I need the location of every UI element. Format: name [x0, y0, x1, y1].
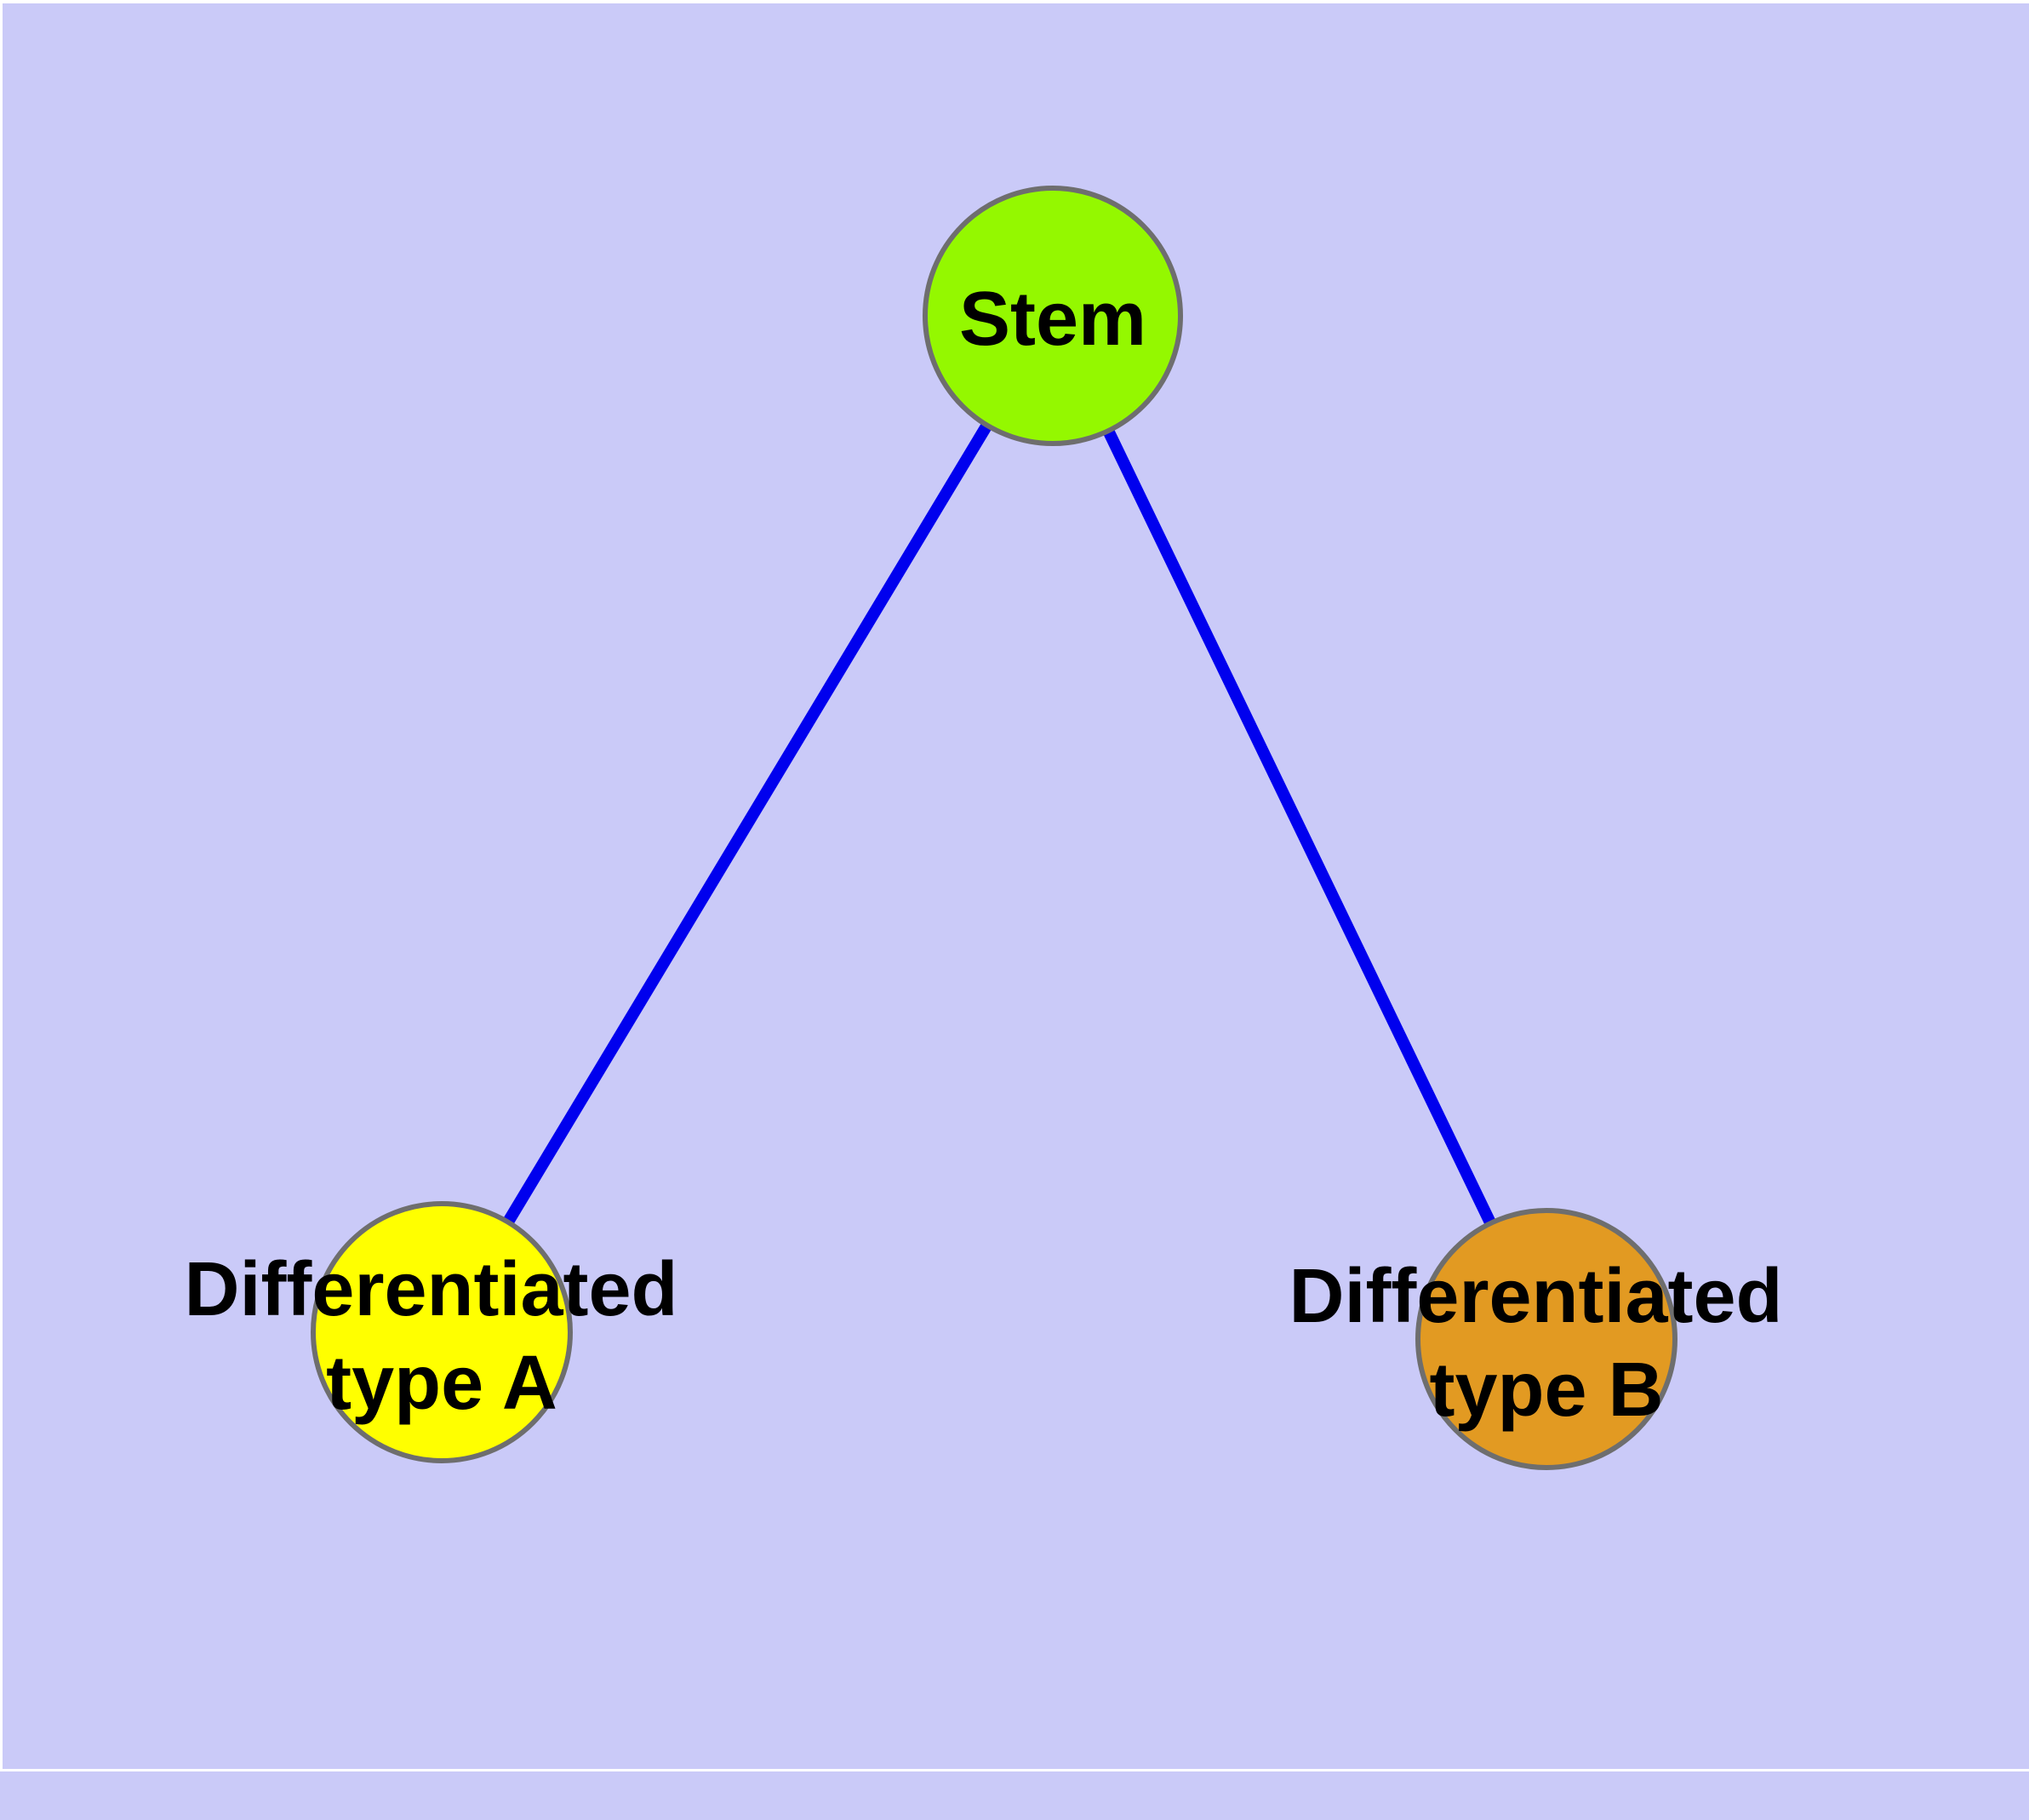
- node-stem-circle[interactable]: [923, 186, 1183, 446]
- node-stem-label: Stem: [959, 277, 1146, 362]
- edge-stem-to-type-a: [437, 312, 1058, 1336]
- node-differentiated-type-a-label-line2: type A: [326, 1341, 557, 1426]
- node-differentiated-type-a: Differentiated type A: [184, 1201, 699, 1463]
- canvas-background-lower: [0, 1771, 2029, 1820]
- node-differentiated-type-b-label-line2: type B: [1429, 1348, 1663, 1433]
- node-differentiated-type-b-circle[interactable]: [1415, 1208, 1677, 1470]
- node-differentiated-type-b-label: Differentiated type B: [1289, 1254, 1803, 1433]
- node-differentiated-type-b: Differentiated type B: [1289, 1208, 1803, 1470]
- node-stem: Stem: [923, 186, 1183, 446]
- edge-stem-to-type-b: [1047, 312, 1552, 1342]
- node-differentiated-type-b-label-line1: Differentiated: [1289, 1254, 1782, 1339]
- edges: [437, 312, 1552, 1342]
- node-differentiated-type-a-label: Differentiated type A: [184, 1247, 699, 1426]
- node-differentiated-type-a-circle[interactable]: [311, 1201, 573, 1463]
- node-differentiated-type-a-label-line1: Differentiated: [184, 1247, 677, 1332]
